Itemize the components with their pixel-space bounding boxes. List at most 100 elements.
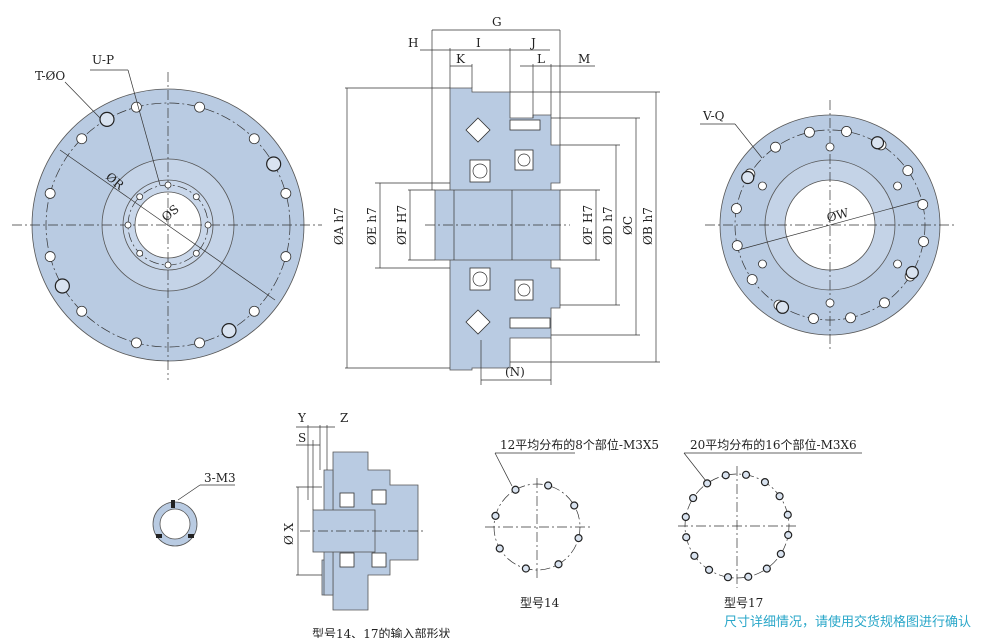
mounting-hole xyxy=(44,251,56,262)
dim-a: ØA h7 xyxy=(332,207,346,245)
tapped-hole xyxy=(741,470,751,479)
tapped-hole xyxy=(784,530,793,540)
mounting-hole xyxy=(841,126,852,137)
bolt-head xyxy=(905,265,919,280)
tapped-hole xyxy=(544,481,553,490)
mounting-hole xyxy=(194,337,205,349)
front-view-right: V-Q ØW xyxy=(700,100,955,350)
label-t-o: T-ØO xyxy=(35,69,65,83)
hole-pattern-17: 20平均分布的16个部位-M3X6 型号17 xyxy=(678,437,862,610)
mounting-hole xyxy=(131,337,142,349)
inner-hole xyxy=(893,259,902,269)
tapped-hole xyxy=(511,485,520,494)
input-ring: 3-M3 xyxy=(152,471,236,547)
bolt-head xyxy=(266,156,282,172)
mounting-hole xyxy=(770,141,781,153)
front-view-left: T-ØO U-P ØR ØS xyxy=(12,53,322,380)
input-section: Y Z S Ø X 型号14、17的输入部形状 xyxy=(282,411,451,638)
hub-hole xyxy=(192,193,200,201)
tapped-hole xyxy=(760,478,770,487)
label-w: ØW xyxy=(825,205,851,224)
dim-b: ØB h7 xyxy=(641,207,655,245)
dim-y: Y xyxy=(297,411,307,425)
dim-h: H xyxy=(408,36,418,50)
hub-hole xyxy=(124,221,132,229)
hub-hole xyxy=(136,193,144,201)
dim-f-right: ØF H7 xyxy=(581,205,595,245)
bolt-head xyxy=(54,278,70,294)
tapped-hole xyxy=(689,493,698,503)
tapped-hole xyxy=(682,533,691,542)
bolt-head xyxy=(99,111,115,127)
dim-l: L xyxy=(537,52,545,66)
mounting-hole xyxy=(845,312,856,324)
mounting-hole xyxy=(918,236,929,247)
dim-f-left: ØF H7 xyxy=(395,205,409,245)
hub-hole xyxy=(164,181,172,189)
pattern17-note: 20平均分布的16个部位-M3X6 xyxy=(690,437,857,452)
tapped-hole xyxy=(703,479,712,488)
dim-s: S xyxy=(298,431,306,445)
hub-hole xyxy=(192,249,200,257)
mounting-hole xyxy=(44,188,56,199)
dim-x: Ø X xyxy=(282,522,296,545)
hub-hole xyxy=(136,249,144,257)
dim-n: (N) xyxy=(505,365,525,379)
dim-z: Z xyxy=(340,411,348,425)
dim-g: G xyxy=(492,15,502,29)
mounting-hole xyxy=(194,101,205,113)
pattern14-caption: 型号14 xyxy=(520,596,560,610)
tapped-hole xyxy=(570,501,579,510)
dim-j: J xyxy=(529,36,536,50)
mounting-hole xyxy=(731,240,743,251)
tapped-hole xyxy=(721,471,730,480)
bolt-head xyxy=(775,300,790,314)
pattern14-note: 12平均分布的8个部位-M3X5 xyxy=(500,437,659,452)
hole-pattern-14: 12平均分布的8个部位-M3X5 型号14 xyxy=(485,437,659,610)
dim-i: I xyxy=(476,36,481,50)
bolt-head xyxy=(221,323,237,339)
dim-e: ØE h7 xyxy=(365,207,379,245)
tapped-hole xyxy=(775,492,784,501)
mounting-hole xyxy=(280,188,292,199)
bolt-head xyxy=(870,136,885,150)
label-v-q: V-Q xyxy=(702,109,725,123)
tapped-hole xyxy=(574,534,583,543)
inner-hole xyxy=(825,298,835,308)
mounting-hole xyxy=(280,251,292,262)
mounting-hole xyxy=(131,101,142,113)
inner-hole xyxy=(758,259,767,269)
mounting-hole xyxy=(76,305,88,317)
section-view: G H I J K L M (N) ØA h7 ØE h7 ØF H7 ØF H… xyxy=(332,15,660,385)
tapped-hole xyxy=(495,544,504,553)
tapped-hole xyxy=(723,573,733,582)
mounting-hole xyxy=(731,203,742,214)
inner-hole xyxy=(893,181,902,191)
label-3-m3: 3-M3 xyxy=(204,471,236,485)
mounting-hole xyxy=(248,133,260,145)
dim-c: ØC xyxy=(621,216,635,235)
dim-d: ØD h7 xyxy=(601,206,615,245)
mounting-hole xyxy=(902,165,914,176)
tapped-hole xyxy=(521,564,530,573)
tapped-hole xyxy=(491,511,500,520)
inner-hole xyxy=(825,142,835,152)
dim-k: K xyxy=(456,52,466,66)
tapped-hole xyxy=(776,549,785,559)
tapped-hole xyxy=(681,512,690,522)
tapped-hole xyxy=(704,565,714,574)
input-section-caption: 型号14、17的输入部形状 xyxy=(312,626,451,638)
tapped-hole xyxy=(783,510,792,519)
hub-hole xyxy=(204,221,212,229)
tapped-hole xyxy=(762,564,771,573)
mounting-hole xyxy=(808,313,819,324)
tapped-hole xyxy=(690,551,699,560)
tapped-hole xyxy=(554,560,563,569)
pattern17-caption: 型号17 xyxy=(724,596,763,610)
dim-m: M xyxy=(578,52,590,66)
mounting-hole xyxy=(804,126,815,138)
inner-hole xyxy=(758,181,767,191)
hub-hole xyxy=(164,261,172,269)
